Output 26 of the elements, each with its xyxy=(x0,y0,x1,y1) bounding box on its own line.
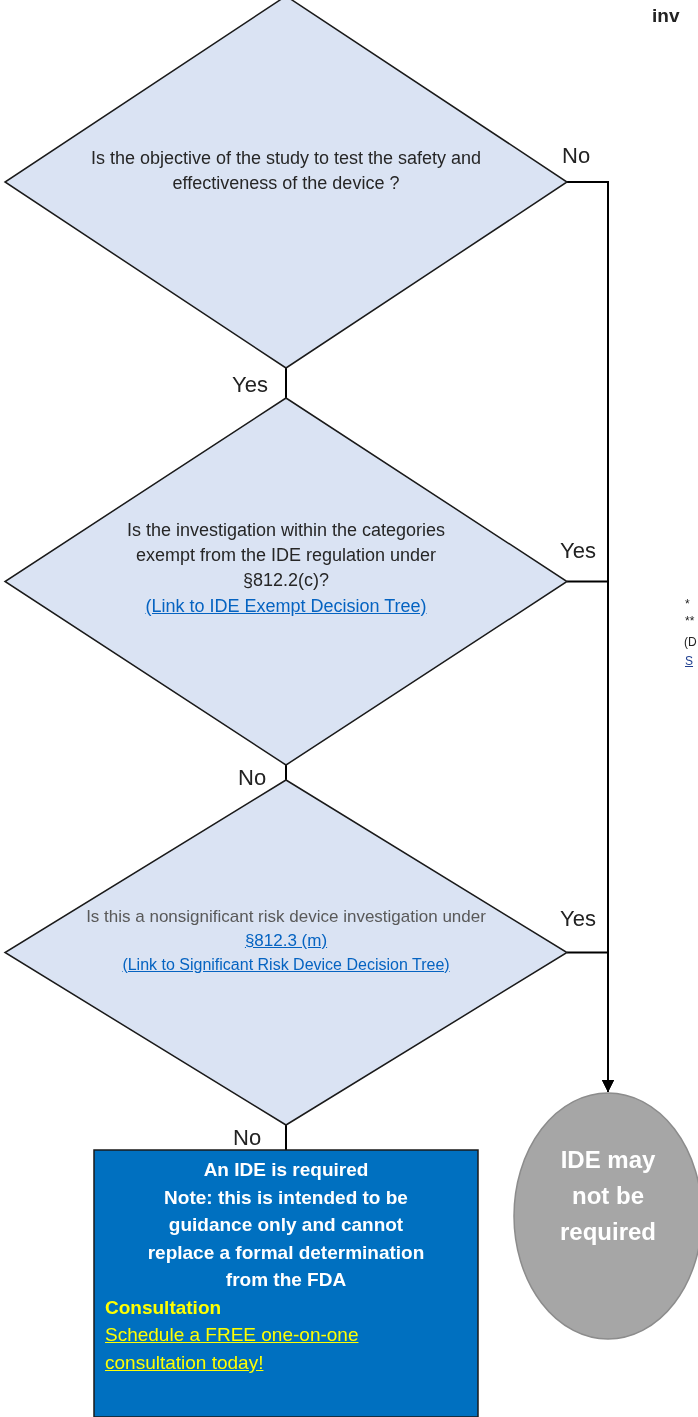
result-box xyxy=(94,1150,478,1417)
heading-fragment: inv xyxy=(652,6,680,25)
link: §812.3 (m) xyxy=(244,930,328,950)
connector-line xyxy=(285,367,287,399)
edge-label: Yes xyxy=(232,374,268,396)
arrow xyxy=(566,951,614,1093)
connector-line xyxy=(285,1124,287,1151)
question-text: Is this a nonsignificant risk device investigation under xyxy=(86,907,486,926)
edge-label: Yes xyxy=(560,540,596,562)
edge-label: No xyxy=(562,145,591,167)
question-text: Is the investigation within the categories exempt from the IDE regulation under §812.2(c)? xyxy=(126,520,446,591)
footnote-mark: ** xyxy=(685,615,695,627)
question-text: Is the objective of the study to test the safety and effectiveness of the device ? xyxy=(90,148,482,194)
consultation-heading: Consultation xyxy=(105,1296,222,1318)
note-fragment: (D xyxy=(684,636,697,648)
result-text: An IDE is required xyxy=(203,1159,369,1180)
edge-label: No xyxy=(233,1127,262,1149)
consultation-link: Schedule a FREE one-on-one consultation today! xyxy=(105,1324,359,1373)
link: (Link to Significant Risk Device Decision Tree) xyxy=(122,955,450,973)
footnote-mark: * xyxy=(685,598,690,610)
edge-label: Yes xyxy=(560,908,596,930)
result-text: IDE may not be required xyxy=(560,1146,656,1245)
edge-label: No xyxy=(238,767,267,789)
result-text: Note: this is intended to be guidance only and cannot replace a formal determination from the FDA xyxy=(147,1186,425,1291)
link: (Link to IDE Exempt Decision Tree) xyxy=(145,595,427,616)
link-fragment: S xyxy=(685,655,693,667)
